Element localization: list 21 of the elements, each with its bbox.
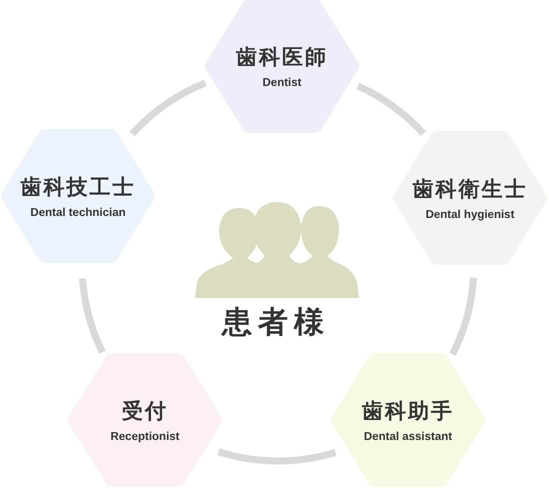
role-subtitle: Dental assistant <box>364 431 452 443</box>
role-subtitle: Dentist <box>262 77 302 89</box>
role-subtitle: Dental hygienist <box>426 209 514 221</box>
role-title: 受付 <box>122 398 168 425</box>
ring-connector <box>79 278 106 354</box>
hexagon-node <box>204 0 360 134</box>
center-label: 患者様 <box>222 304 330 342</box>
role-subtitle: Receptionist <box>110 431 180 443</box>
role-subtitle: Dental technician <box>30 207 126 219</box>
hexagon-node <box>0 128 156 264</box>
hexagon-node <box>392 130 548 266</box>
ring-connector <box>356 82 426 136</box>
role-title: 歯科技工士 <box>20 174 136 201</box>
role-title: 歯科医師 <box>236 44 328 71</box>
ring-connector <box>218 448 336 464</box>
ring-connector <box>130 80 207 136</box>
role-title: 歯科助手 <box>362 398 454 425</box>
ring-connector <box>449 277 478 356</box>
role-title: 歯科衛生士 <box>412 176 528 203</box>
hexagon-node <box>67 352 223 488</box>
hexagon-node <box>330 352 486 488</box>
